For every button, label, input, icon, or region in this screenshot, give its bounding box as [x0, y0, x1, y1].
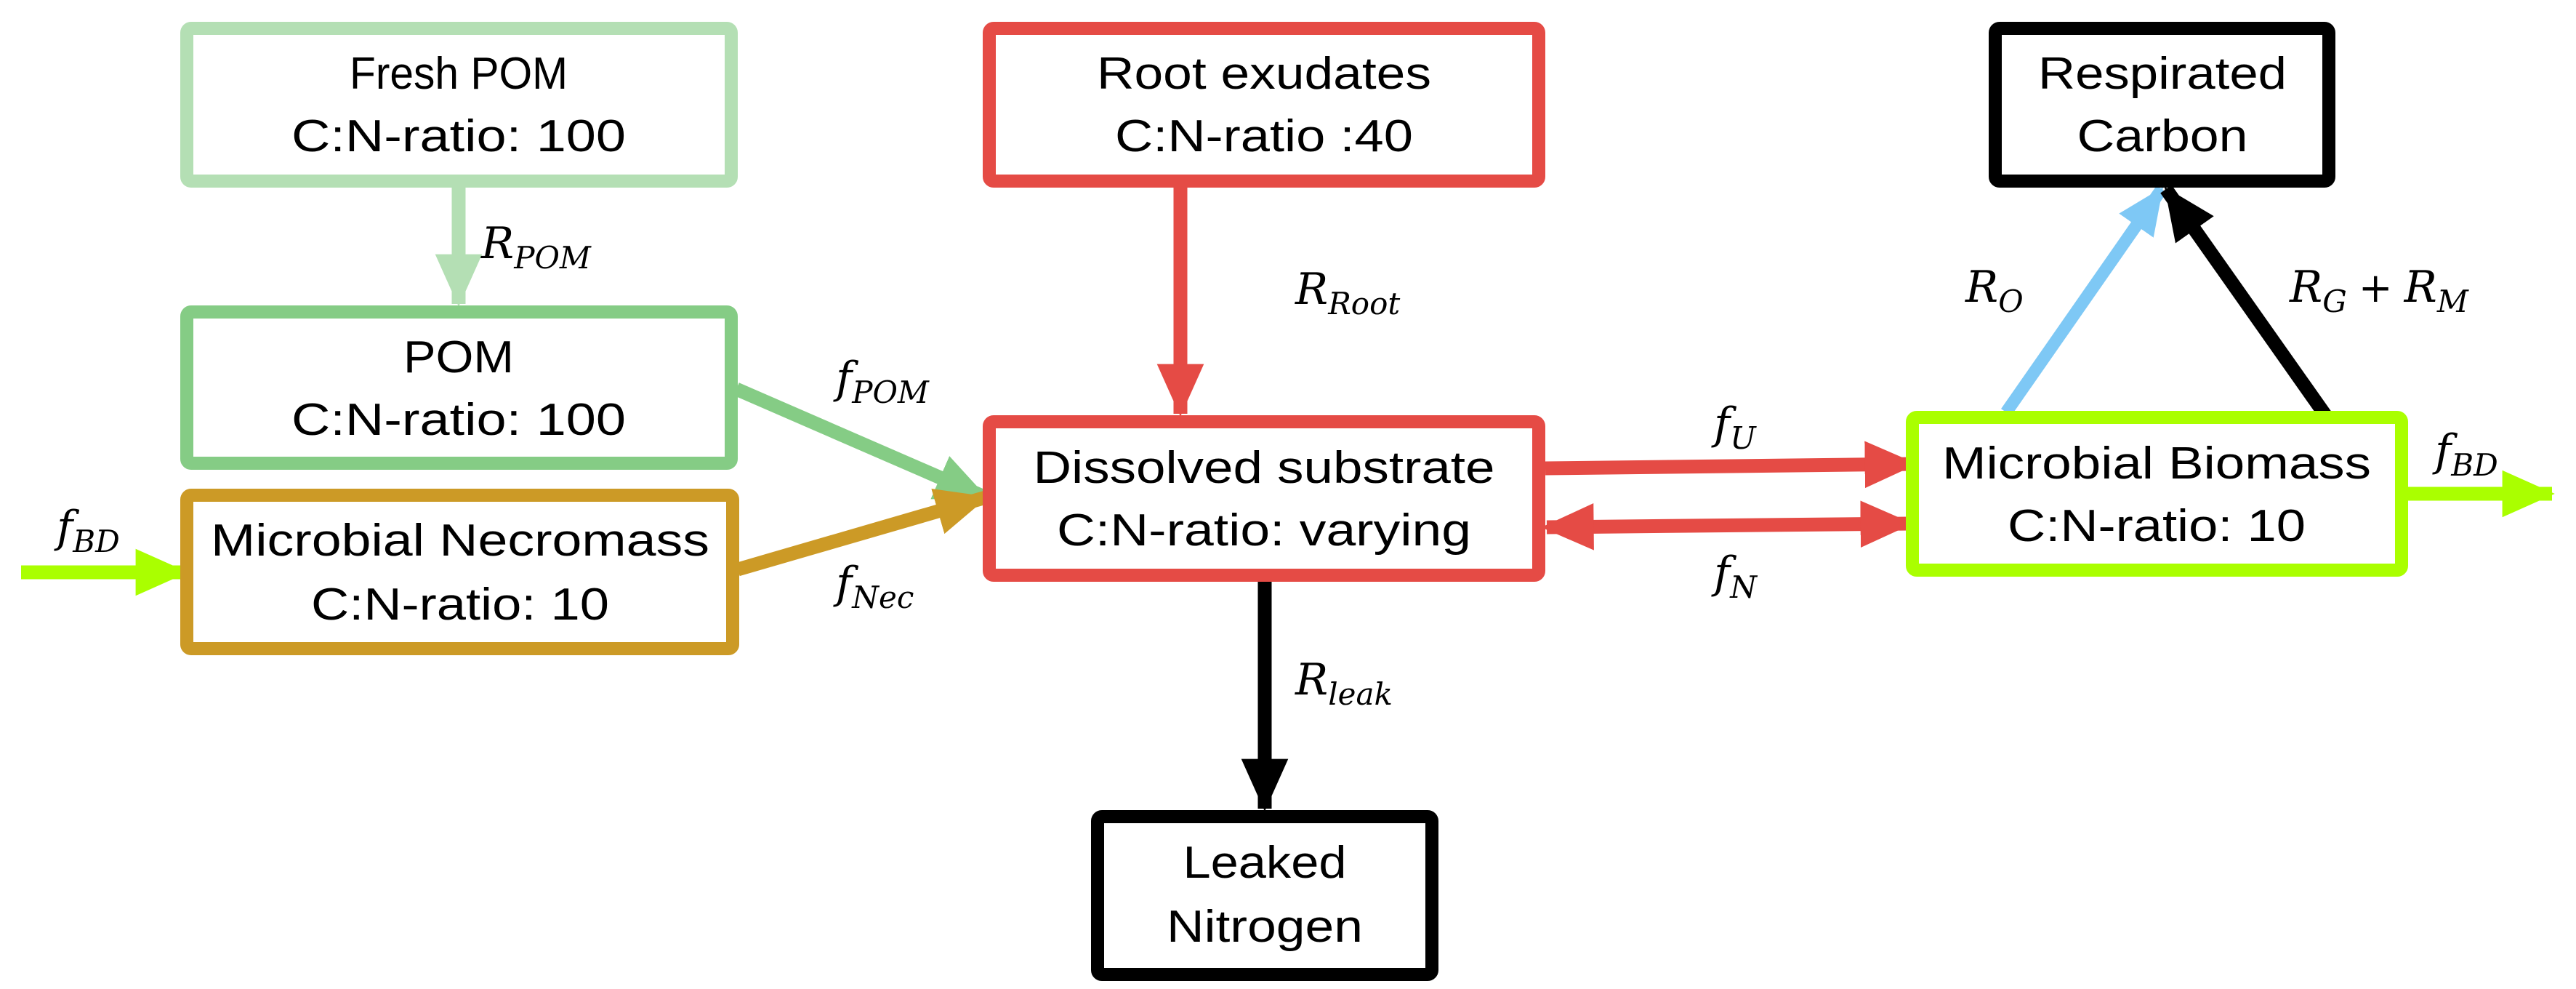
box-necromass-title: Microbial Necromass	[211, 516, 709, 566]
box-leaked-nitrogen-line2: Nitrogen	[1167, 902, 1363, 952]
label-r-leak-sub: leak	[1328, 676, 1393, 712]
label-r-o-symbol: R	[1965, 262, 1998, 313]
label-f-pom-sub: POM	[851, 375, 930, 410]
box-pom: POM C:N-ratio: 100	[180, 305, 738, 470]
label-r-g-symbol: R	[2289, 262, 2322, 313]
label-r-m-symbol: R	[2404, 262, 2437, 313]
label-f-nec-sub: Nec	[851, 580, 914, 615]
label-f-nec: fNec	[833, 558, 914, 615]
box-microbial-biomass: Microbial Biomass C:N-ratio: 10	[1906, 411, 2408, 577]
box-dissolved-substrate: Dissolved substrate C:N-ratio: varying	[983, 415, 1545, 582]
box-fresh-pom: Fresh POM C:N-ratio: 100	[180, 22, 738, 188]
box-necromass-ratio: C:N-ratio: 10	[311, 580, 609, 630]
label-r-root-sub: Root	[1327, 286, 1400, 321]
label-r-root-symbol: R	[1295, 264, 1328, 315]
box-dissolved-substrate-ratio: C:N-ratio: varying	[1057, 505, 1471, 556]
label-f-n: fN	[1711, 548, 1758, 605]
arrow-r-gm	[2160, 185, 2332, 420]
label-r-root: RRoot	[1295, 264, 1400, 321]
box-leaked-nitrogen-line1: Leaked	[1183, 838, 1347, 888]
label-r-gm: RG+RM	[2289, 262, 2469, 319]
box-respirated-carbon-line2: Carbon	[2077, 111, 2248, 161]
box-pom-title: POM	[403, 332, 514, 383]
arrow-f-pom	[733, 383, 989, 504]
arrow-f-n	[1541, 500, 1913, 550]
box-microbial-biomass-title: Microbial Biomass	[1942, 439, 2371, 489]
arrow-f-nec	[736, 489, 989, 577]
label-r-pom-sub: POM	[513, 240, 592, 276]
box-pom-ratio: C:N-ratio: 100	[291, 395, 626, 445]
label-r-leak-symbol: R	[1295, 654, 1328, 705]
label-r-pom: RPOM	[480, 218, 592, 276]
label-f-bd-in-sub: BD	[72, 524, 120, 559]
arrow-f-u	[1545, 441, 1917, 489]
arrow-r-o	[2001, 185, 2167, 416]
label-f-bd-out-sub: BD	[2450, 447, 2498, 483]
label-r-m-sub: M	[2436, 284, 2469, 319]
label-r-g-sub: G	[2322, 284, 2347, 319]
label-plus-operator: +	[2359, 265, 2393, 312]
label-f-u: fU	[1711, 399, 1757, 456]
label-f-u-sub: U	[1730, 420, 1757, 456]
label-f-n-sub: N	[1729, 569, 1758, 605]
label-f-bd-out: fBD	[2432, 425, 2498, 483]
box-fresh-pom-ratio: C:N-ratio: 100	[291, 111, 626, 161]
box-necromass: Microbial Necromass C:N-ratio: 10	[180, 489, 739, 655]
box-respirated-carbon: Respirated Carbon	[1989, 22, 2335, 188]
box-leaked-nitrogen: Leaked Nitrogen	[1091, 810, 1438, 981]
box-root-exudates-ratio: C:N-ratio :40	[1115, 111, 1413, 161]
box-microbial-biomass-ratio: C:N-ratio: 10	[2008, 501, 2306, 551]
box-dissolved-substrate-title: Dissolved substrate	[1034, 443, 1495, 493]
box-root-exudates: Root exudates C:N-ratio :40	[983, 22, 1545, 188]
box-fresh-pom-title: Fresh POM	[350, 49, 568, 99]
box-root-exudates-title: Root exudates	[1097, 49, 1431, 99]
label-f-pom: fPOM	[833, 353, 930, 410]
label-r-o: RO	[1965, 262, 2024, 319]
label-f-bd-in: fBD	[54, 502, 120, 559]
label-r-leak: Rleak	[1295, 654, 1393, 712]
label-r-pom-symbol: R	[480, 218, 514, 269]
box-respirated-carbon-line1: Respirated	[2038, 49, 2287, 99]
label-r-o-sub: O	[1998, 284, 2023, 319]
